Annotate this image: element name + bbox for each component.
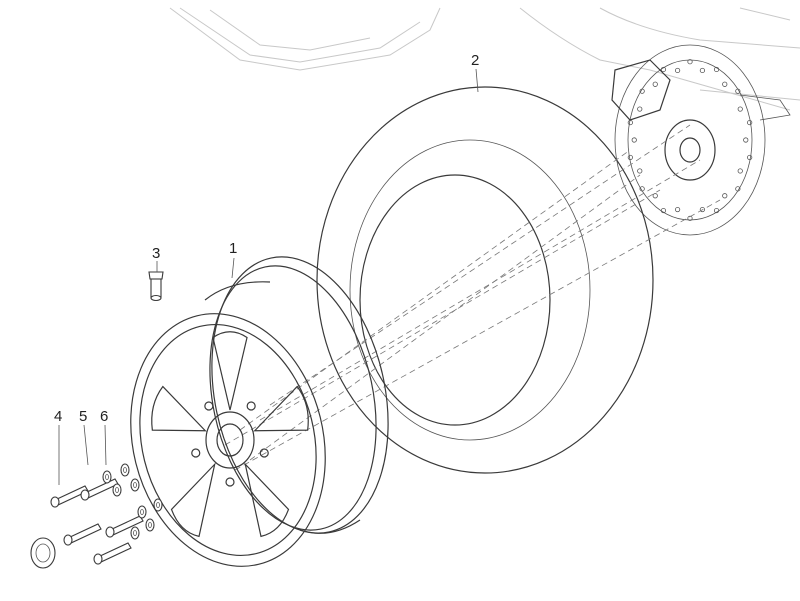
disc-hole (699, 67, 706, 74)
cap-nut (30, 537, 56, 569)
disc-hole (687, 59, 693, 65)
washer-small (102, 470, 112, 484)
alignment-lines (224, 124, 721, 471)
washer-hole (140, 509, 144, 515)
washer-small (112, 483, 122, 497)
wheel-spoke (212, 331, 248, 411)
brake-disc (611, 44, 791, 236)
disc-hole (737, 168, 743, 174)
bolt (97, 542, 132, 563)
bolt-head (93, 553, 103, 565)
disc-hole (737, 106, 743, 112)
disc-hole (637, 168, 643, 174)
callout-washer-large: 6 (100, 408, 108, 425)
lug-hole (225, 477, 235, 487)
disc-hole (747, 119, 753, 126)
tyre (316, 86, 654, 474)
disc-hole (713, 66, 720, 73)
scooter-body-outline (169, 7, 800, 111)
disc-hole (660, 66, 667, 73)
lug-hole (246, 401, 256, 411)
disc-hole (627, 154, 633, 161)
bolt-head (105, 526, 115, 538)
disc-hole (713, 207, 720, 214)
disc-hole (722, 81, 728, 87)
washer-hole (123, 467, 127, 473)
cap-nut-inner (35, 543, 51, 563)
bolt-head (63, 534, 73, 546)
washer-small (137, 505, 147, 519)
wheel-rim (130, 256, 389, 567)
washer-large (153, 498, 163, 512)
lug-hole (204, 401, 214, 411)
wheel-spoke (253, 385, 309, 432)
disc-hole (747, 154, 753, 161)
wheel-spoke (170, 462, 216, 538)
washer-hole (133, 482, 137, 488)
callout-valve: 3 (152, 245, 160, 262)
wheel-spoke (151, 385, 207, 432)
disc-hole (639, 88, 645, 94)
washer-hole (148, 522, 152, 528)
disc-hole (631, 137, 637, 143)
disc-hole (743, 137, 749, 143)
disc-hole (652, 81, 658, 87)
bolt (67, 523, 102, 544)
wheel-spoke (244, 462, 290, 538)
disc-hole (735, 88, 741, 94)
washer-large (130, 478, 140, 492)
washer-large (120, 463, 130, 477)
callout-wheel-rim: 1 (229, 240, 237, 257)
washer-hole (105, 474, 109, 480)
disc-hole (674, 206, 681, 213)
disc-hole (722, 193, 728, 199)
washer-hole (133, 530, 137, 536)
callout-bolt: 4 (54, 408, 62, 425)
disc-hole (639, 186, 645, 192)
disc-hole (699, 206, 706, 213)
disc-hole (637, 106, 643, 112)
lug-hole (259, 448, 269, 458)
fastener-group (30, 463, 163, 569)
disc-hole (627, 119, 633, 126)
bolt-head (50, 496, 60, 508)
disc-hole (674, 67, 681, 74)
washer-large (145, 518, 155, 532)
callout-tyre: 2 (471, 52, 479, 69)
bolt-head (80, 489, 90, 501)
leader-lines (58, 68, 479, 485)
washer-hole (115, 487, 119, 493)
lug-hole (191, 448, 201, 458)
disc-hole (652, 193, 658, 199)
valve (148, 271, 164, 302)
callout-washer-small: 5 (79, 408, 87, 425)
disc-hole (687, 215, 693, 221)
washer-small (130, 526, 140, 540)
washer-hole (156, 502, 160, 508)
disc-hole (660, 207, 667, 214)
disc-hole (735, 186, 741, 192)
